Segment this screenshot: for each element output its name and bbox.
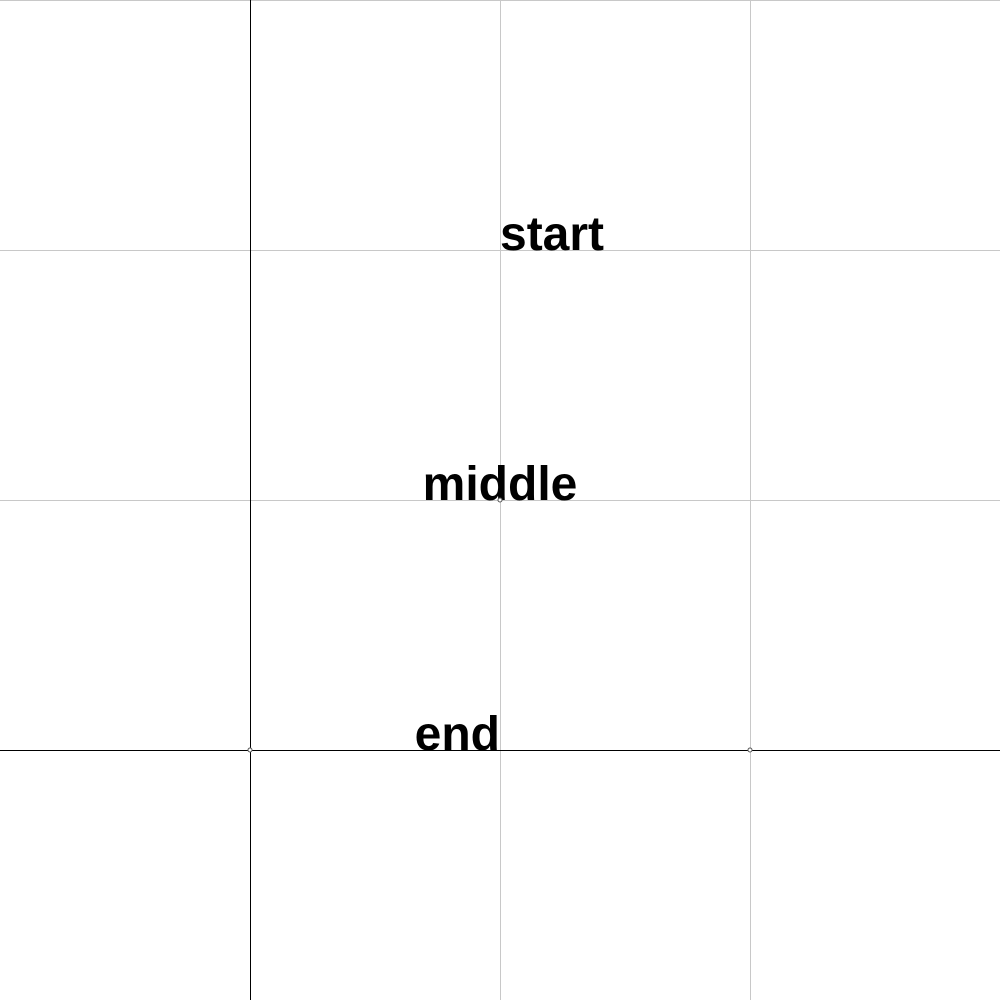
label-end: end	[415, 708, 500, 761]
anchor-dot-left	[247, 747, 253, 753]
anchor-dots	[247, 497, 753, 753]
labels: start middle end	[415, 208, 604, 761]
anchor-dot-right	[747, 747, 753, 753]
label-middle: middle	[423, 458, 578, 511]
label-start: start	[500, 208, 604, 261]
anchor-dot-middle	[497, 497, 503, 503]
